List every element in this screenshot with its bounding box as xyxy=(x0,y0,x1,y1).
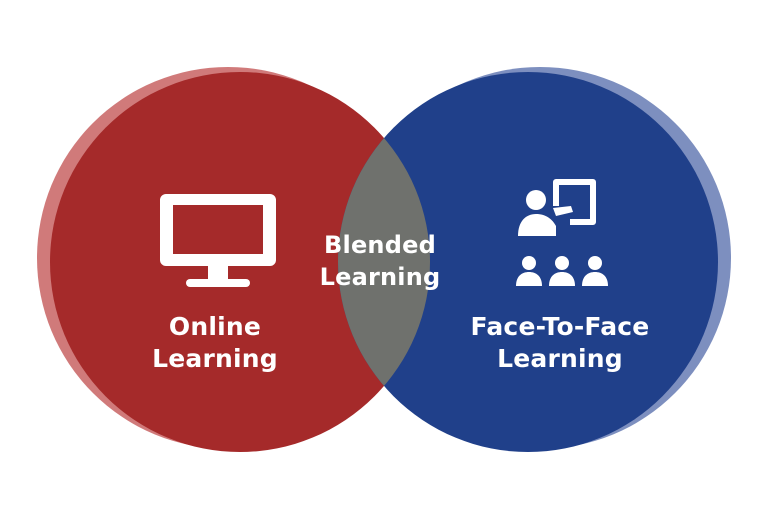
blended-learning-label: Blended Learning xyxy=(300,229,460,293)
monitor-icon xyxy=(160,194,276,287)
blended-label-line1: Blended xyxy=(324,231,436,259)
online-learning-label: Online Learning xyxy=(125,311,305,375)
classroom-presentation-icon xyxy=(516,179,608,286)
online-label-line1: Online xyxy=(168,312,262,341)
blended-label-line2: Learning xyxy=(319,263,441,291)
face-to-face-label-line1: Face-To-Face xyxy=(470,312,650,341)
face-to-face-learning-label: Face-To-Face Learning xyxy=(455,311,665,375)
face-to-face-label-line2: Learning xyxy=(497,344,623,373)
online-label-line2: Learning xyxy=(152,344,278,373)
